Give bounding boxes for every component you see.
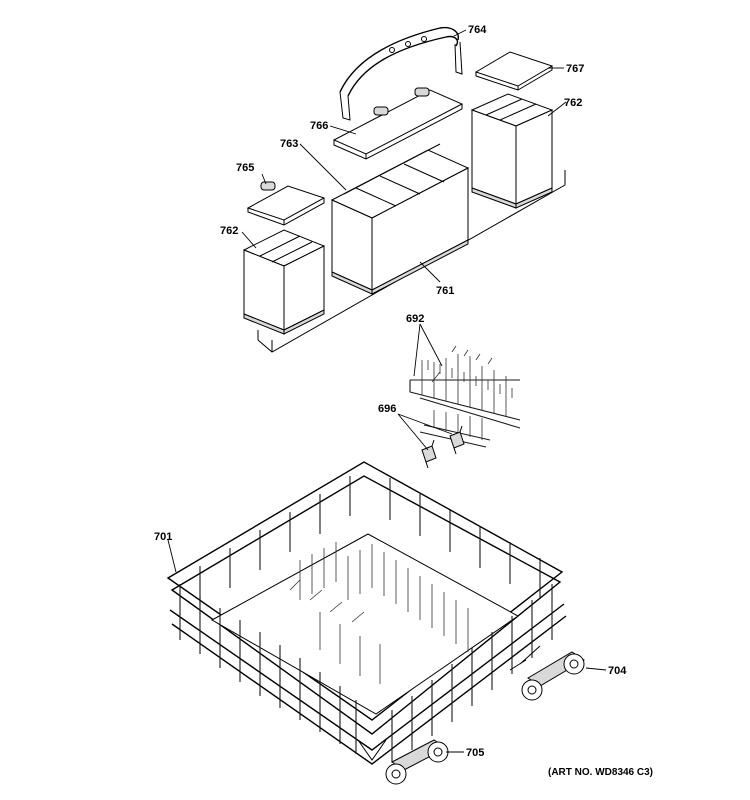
basket-handle-764 <box>339 26 463 121</box>
basket-lid-765 <box>246 181 326 226</box>
label-764: 764 <box>468 24 487 36</box>
wheel-assembly-704 <box>521 651 585 701</box>
basket-lid-767 <box>474 51 554 91</box>
label-766: 766 <box>310 120 328 132</box>
basket-center-763 <box>330 143 470 295</box>
label-763: 763 <box>280 138 298 150</box>
basket-lid-766 <box>332 87 464 160</box>
lower-rack-701 <box>166 461 567 765</box>
label-761: 761 <box>436 285 454 297</box>
clips-696 <box>421 425 465 469</box>
label-692: 692 <box>406 313 424 325</box>
basket-right-762 <box>470 93 554 209</box>
label-704: 704 <box>608 665 627 677</box>
leader-lines <box>167 29 607 753</box>
label-767: 767 <box>566 63 584 75</box>
basket-left-762 <box>242 229 326 335</box>
label-701: 701 <box>154 531 172 543</box>
label-762-right: 762 <box>564 97 582 109</box>
label-765: 765 <box>236 162 254 174</box>
art-number: (ART NO. WD8346 C3) <box>548 767 654 778</box>
label-705: 705 <box>466 747 484 759</box>
wheel-assembly-705 <box>385 739 449 785</box>
label-696: 696 <box>378 403 396 415</box>
tine-row-692 <box>409 345 521 448</box>
label-762-left: 762 <box>220 225 238 237</box>
